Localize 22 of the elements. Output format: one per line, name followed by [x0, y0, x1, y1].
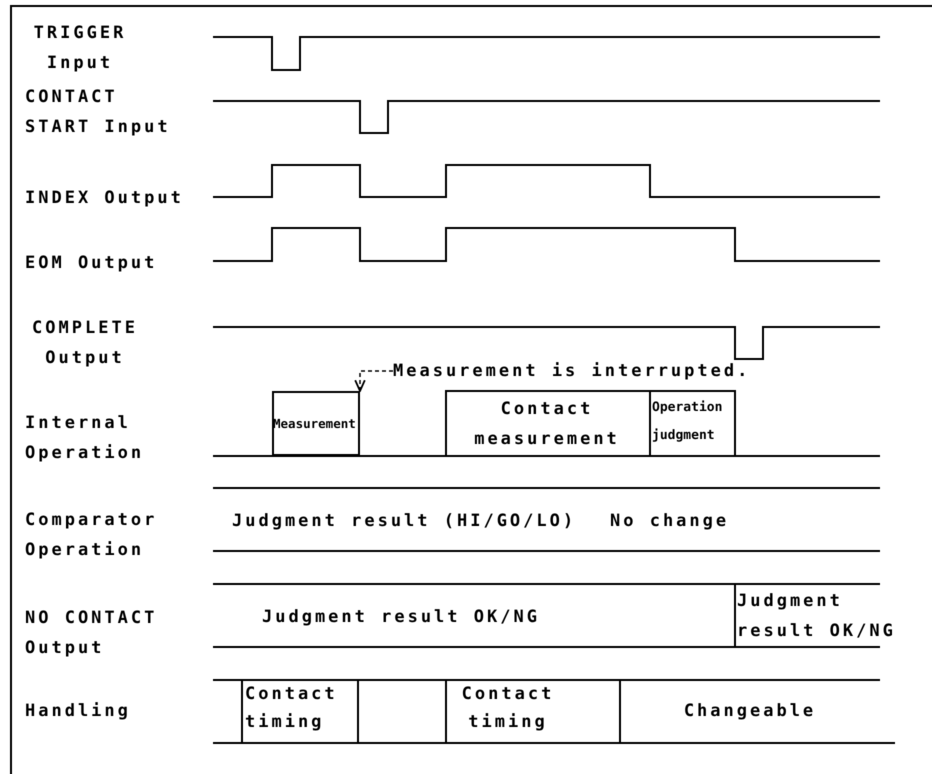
- signal-label: Judgment result (HI/GO/LO): [232, 510, 576, 533]
- signal-label: INDEX Output: [25, 187, 185, 210]
- signal-label: Measurement: [273, 415, 357, 433]
- signal-label: No change: [610, 510, 730, 533]
- signal-label: Contact timing: [245, 683, 339, 734]
- signal-label: Judgment result OK/NG: [262, 606, 540, 629]
- signal-label: Changeable: [682, 700, 818, 723]
- signal-label: EOM Output: [25, 252, 158, 275]
- signal-label: Contact timing: [460, 683, 556, 734]
- signal-label: TRIGGER Input: [32, 22, 128, 75]
- signal-label: Judgment result OK/NG: [737, 590, 897, 643]
- leader-arrow: [354, 370, 393, 392]
- signal-label: COMPLETE Output: [31, 317, 139, 370]
- operation-box: [272, 391, 360, 456]
- signal-label: Comparator Operation: [25, 509, 158, 562]
- signal-label: Internal Operation: [25, 412, 146, 465]
- signal-label: Contact measurement: [473, 398, 621, 451]
- signal-label: NO CONTACT Output: [25, 607, 158, 660]
- signal-label: Handling: [25, 700, 131, 723]
- signal-label: Operation judgment: [652, 399, 724, 445]
- annotation-text: Measurement is interrupted.: [393, 358, 750, 384]
- signal-label: CONTACT START Input: [25, 86, 172, 139]
